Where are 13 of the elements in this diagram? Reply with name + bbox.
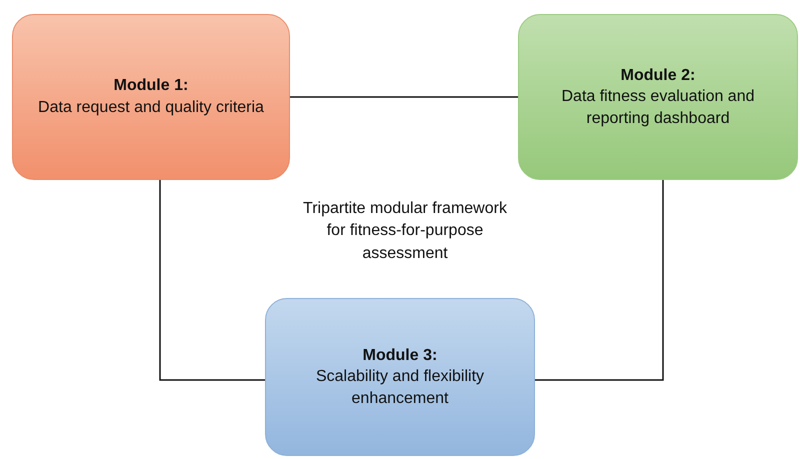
module-title: Module 2:	[620, 66, 696, 86]
module-box	[518, 14, 798, 180]
module-description: Data request and quality criteria	[38, 98, 264, 118]
module-box	[12, 14, 290, 180]
module-description: Scalability and flexibility enhancement	[314, 367, 486, 409]
module-description: Data fitness evaluation and reporting dashboard	[560, 87, 756, 129]
module-title: Module 3:	[362, 346, 438, 366]
module-box	[265, 298, 535, 456]
module-title: Module 1:	[114, 76, 188, 96]
center-caption: Tripartite modular framework for fitness-for-purpose assessment	[302, 199, 508, 264]
connector-line	[535, 180, 664, 381]
connector-line	[159, 180, 265, 381]
connector-line	[290, 96, 518, 98]
